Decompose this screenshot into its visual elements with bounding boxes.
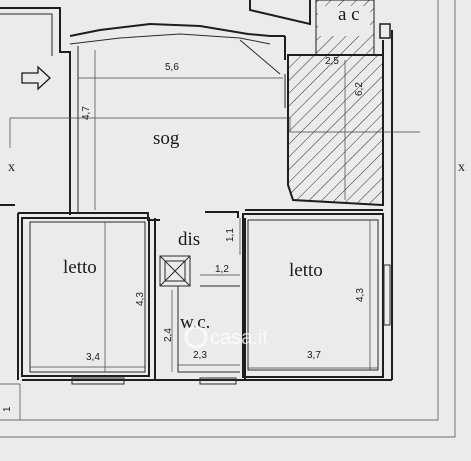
dim-top-right-width: 2,5 bbox=[325, 56, 339, 67]
dim-letto-right-width: 3,7 bbox=[307, 350, 321, 361]
hatched-block bbox=[287, 0, 391, 207]
dim-wc-width: 2,3 bbox=[193, 350, 207, 361]
room-label-letto-left: letto bbox=[63, 257, 97, 278]
dim-letto-left-width: 3,4 bbox=[86, 352, 100, 363]
dim-dis-width: 1,2 bbox=[215, 264, 229, 275]
dim-bottom-margin: 1 bbox=[2, 406, 13, 412]
door-swings bbox=[147, 39, 286, 220]
dimension-lines bbox=[30, 50, 378, 372]
neighbour-wall-top-left bbox=[0, 7, 71, 206]
dim-sog-width: 5,6 bbox=[165, 62, 179, 73]
room-label-disimpegno: dis bbox=[178, 229, 200, 250]
dim-letto-right-height: 4,3 bbox=[355, 288, 366, 302]
column-marker bbox=[379, 23, 391, 39]
entrance-arrow-icon bbox=[21, 65, 51, 91]
room-label-soggiorno: sog bbox=[153, 128, 180, 149]
dim-wc-height: 2,4 bbox=[163, 328, 174, 342]
dim-top-right-height: 6,2 bbox=[354, 82, 365, 96]
dim-sog-height: 4,7 bbox=[81, 106, 92, 120]
dim-letto-left-height: 4,3 bbox=[135, 292, 146, 306]
section-line bbox=[9, 117, 420, 148]
room-label-wc: w.c. bbox=[180, 312, 210, 333]
room-label-cucina: a c bbox=[338, 4, 360, 25]
watermark-logo: casa.it bbox=[184, 325, 268, 349]
watermark-house-icon bbox=[184, 325, 208, 349]
property-boundary bbox=[0, 0, 456, 438]
apartment-walls bbox=[17, 0, 393, 385]
section-mark-left: x bbox=[8, 160, 15, 175]
section-mark-right: x bbox=[458, 160, 465, 175]
room-label-letto-right: letto bbox=[289, 260, 323, 281]
watermark-text: casa.it bbox=[210, 327, 268, 349]
dim-dis-height: 1,1 bbox=[225, 228, 236, 242]
